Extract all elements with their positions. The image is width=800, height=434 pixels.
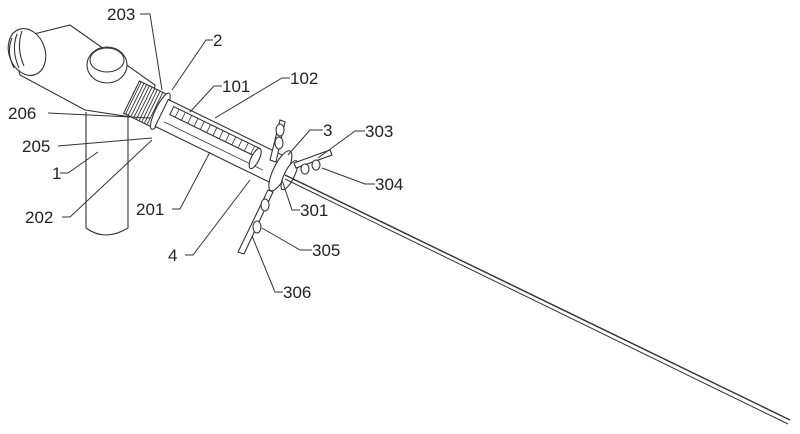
leader-lines: [47, 13, 375, 293]
label-203: 203: [107, 5, 136, 24]
label-301: 301: [300, 201, 329, 220]
label-202: 202: [25, 208, 54, 227]
label-305: 305: [312, 241, 341, 260]
label-205: 205: [22, 137, 51, 156]
label-2: 2: [213, 31, 223, 50]
thread-section: [122, 80, 299, 192]
label-101: 101: [222, 77, 251, 96]
needle: [284, 174, 791, 421]
handle-1: [85, 112, 129, 236]
label-4: 4: [168, 246, 178, 265]
label-206: 206: [8, 104, 37, 123]
rear-body: [7, 24, 156, 121]
label-3: 3: [323, 121, 333, 140]
label-1: 1: [52, 164, 62, 183]
label-303: 303: [365, 122, 394, 141]
label-102: 102: [290, 69, 319, 88]
label-201: 201: [136, 200, 165, 219]
label-306: 306: [283, 283, 312, 302]
fins: [237, 119, 333, 255]
label-304: 304: [375, 175, 404, 194]
